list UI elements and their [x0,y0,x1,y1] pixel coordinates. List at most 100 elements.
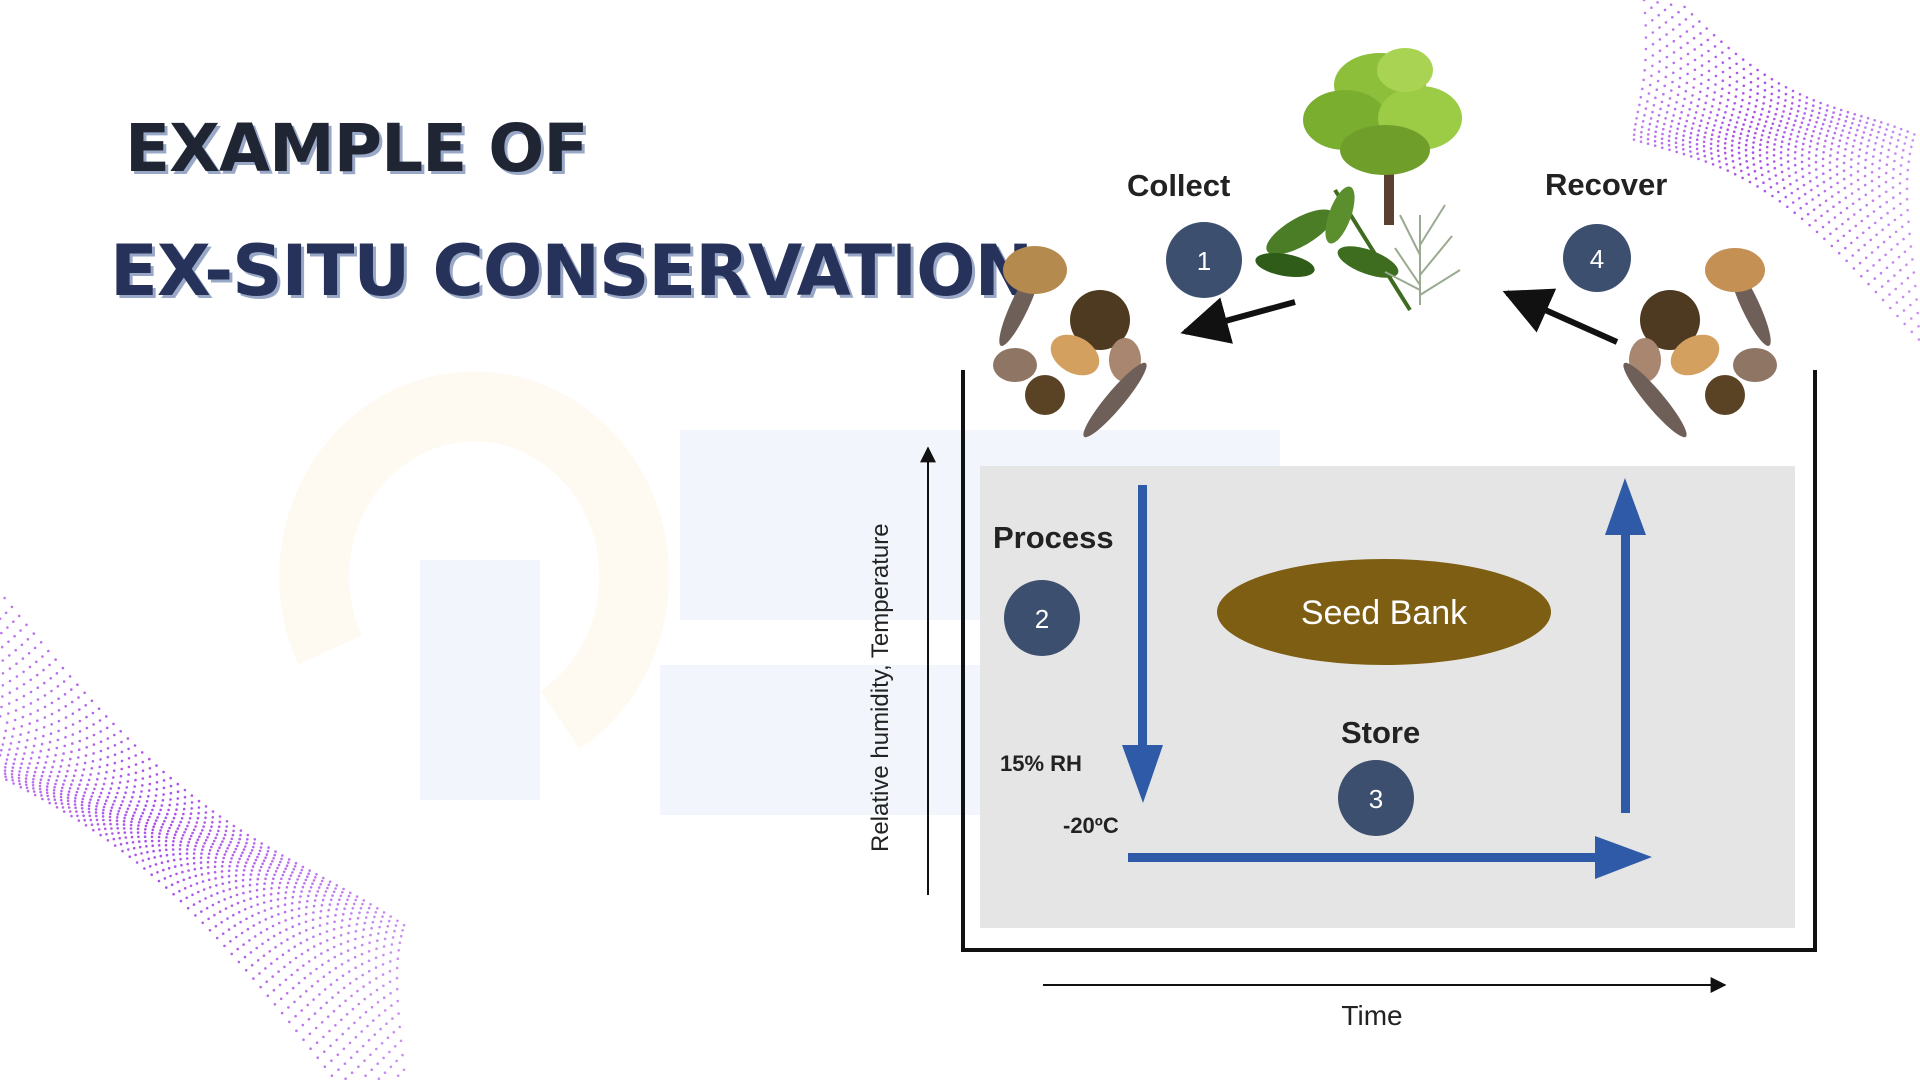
decor-dot [207,852,211,856]
decor-dot [141,760,145,764]
decor-dot [0,753,2,757]
decor-dot [141,859,145,862]
decor-dot [1767,170,1770,173]
decor-dot [1745,160,1748,163]
decor-dot [1799,125,1802,129]
decor-dot [347,1027,350,1030]
decor-dot [18,782,22,786]
decor-dot [1,659,5,662]
decor-dot [335,908,338,911]
decor-dot [202,845,205,848]
decor-dot [1877,185,1881,188]
decor-dot [342,912,345,916]
decor-dot [92,752,95,755]
decor-dot [1856,170,1860,173]
decor-dot [301,1023,305,1027]
decor-dot [276,905,280,908]
decor-dot [1772,154,1776,157]
decor-dot [347,931,350,935]
decor-dot [313,956,317,959]
decor-dot [268,950,272,953]
decor-dot [1705,94,1709,98]
decor-dot [1693,48,1696,51]
decor-dot [57,697,60,700]
decor-dot [1880,145,1884,148]
decor-dot [113,744,117,747]
decor-dot [216,892,219,895]
decor-dot [1658,38,1662,41]
decor-dot [1728,75,1732,79]
decor-dot [377,1077,381,1080]
decor-dot [1706,121,1710,125]
decor-dot [281,854,284,857]
decor-dot [26,739,29,742]
decor-dot [1777,89,1781,92]
decor-dot [31,784,35,787]
decor-dot [64,705,67,708]
decor-dot [291,925,295,928]
decor-dot [29,757,33,760]
decor-dot [1770,92,1774,96]
decor-dot [1712,98,1715,101]
decor-dot [334,913,337,917]
decor-dot [1699,82,1703,85]
decor-dot [201,848,204,852]
decor-dot [1656,120,1659,123]
decor-dot [84,824,88,827]
decor-dot [26,789,30,793]
decor-dot [1896,242,1899,246]
decor-dot [55,672,59,675]
decor-dot [1686,114,1690,117]
decor-dot [1758,118,1761,121]
decor-dot [36,698,40,701]
decor-dot [20,725,24,728]
decor-dot [222,889,225,893]
dot-wave-left-icon [0,596,406,1080]
decor-dot [1664,75,1668,79]
decor-dot [1686,41,1689,45]
decor-dot [1721,61,1725,64]
decor-dot [259,846,263,849]
decor-dot [1679,67,1682,70]
decor-dot [49,677,52,680]
decor-dot [1781,135,1785,139]
decor-dot [140,852,143,855]
decor-dot [284,867,288,870]
decor-dot [1733,172,1737,176]
decor-dot [1886,123,1890,126]
decor-dot [390,943,394,946]
decor-dot [88,814,92,818]
decor-dot [27,731,30,734]
decor-dot [1783,131,1786,134]
decor-dot [1663,8,1667,12]
decor-dot [35,673,39,677]
decor-dot [256,855,259,859]
decor-dot [57,709,61,712]
decor-dot [134,771,138,775]
decor-dot [368,981,372,984]
decor-dot [71,779,75,782]
decor-dot [359,906,363,910]
decor-dot [371,920,375,924]
recover-label: Recover [1545,167,1667,202]
decor-dot [393,929,396,933]
decor-dot [1748,125,1752,128]
decor-dot [271,924,275,928]
decor-dot [353,955,357,959]
decor-dot [1804,132,1807,136]
decor-dot [1780,140,1784,143]
decor-dot [1812,99,1816,102]
decor-dot [14,648,17,652]
decor-dot [1714,119,1718,122]
decor-dot [336,1053,340,1056]
decor-dot [1816,184,1819,188]
decor-dot [176,827,180,830]
decor-dot [1668,134,1671,138]
decor-dot [12,727,16,730]
decor-dot [92,723,95,726]
decor-dot [43,681,46,685]
decor-dot [1853,139,1856,142]
decor-dot [1663,84,1666,88]
decor-dot [1738,157,1741,160]
decor-dot [43,716,47,719]
